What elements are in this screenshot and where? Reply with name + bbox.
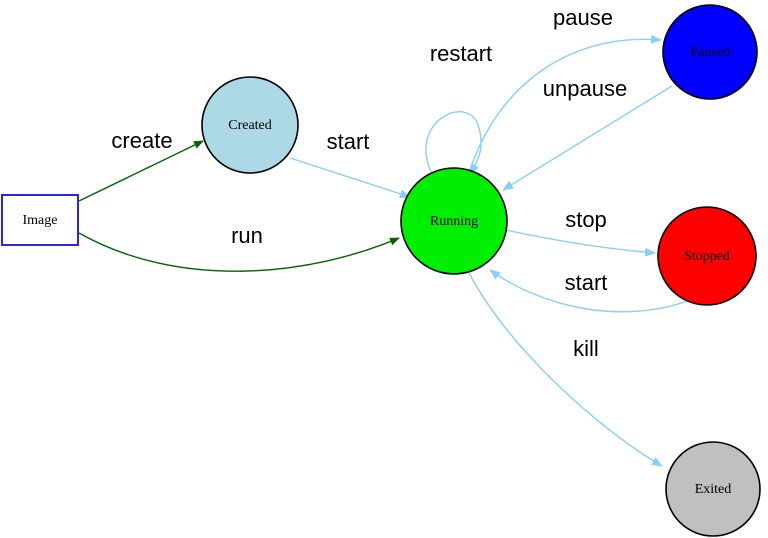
edge-unpause[interactable] <box>502 85 673 191</box>
edge-start1[interactable] <box>289 157 411 199</box>
edge-label-unpause: unpause <box>543 76 627 101</box>
edge-pause[interactable] <box>469 34 662 171</box>
edge-labels-layer: create run start pause unpause restart stop sta… <box>111 5 627 361</box>
edge-create[interactable] <box>78 140 204 202</box>
edge-label-start1: start <box>327 129 370 154</box>
node-image[interactable]: Image <box>1 194 79 246</box>
node-shape-running <box>400 167 508 275</box>
edge-run[interactable] <box>78 232 400 272</box>
node-exited[interactable]: Exited <box>665 441 761 537</box>
edge-label-pause: pause <box>553 5 613 30</box>
node-created[interactable]: Created <box>201 76 299 174</box>
node-stopped[interactable]: Stopped <box>657 206 757 306</box>
node-shape-stopped <box>657 206 757 306</box>
node-shape-exited <box>665 441 761 537</box>
edge-label-restart: restart <box>430 41 492 66</box>
edges-layer <box>78 34 691 467</box>
node-running[interactable]: Running <box>400 167 508 275</box>
node-shape-image <box>1 194 79 246</box>
edge-label-kill: kill <box>573 336 599 361</box>
edge-restart[interactable] <box>425 111 482 175</box>
edge-label-start2: start <box>565 270 608 295</box>
node-shape-paused <box>662 4 758 100</box>
node-shape-created <box>201 76 299 174</box>
node-paused[interactable]: Paused <box>662 4 758 100</box>
edge-start2[interactable] <box>489 269 691 313</box>
edge-label-stop: stop <box>565 207 607 232</box>
edge-label-create: create <box>111 128 172 153</box>
edge-kill[interactable] <box>468 272 663 467</box>
edge-label-run: run <box>231 223 263 248</box>
edge-stop[interactable] <box>505 229 656 257</box>
